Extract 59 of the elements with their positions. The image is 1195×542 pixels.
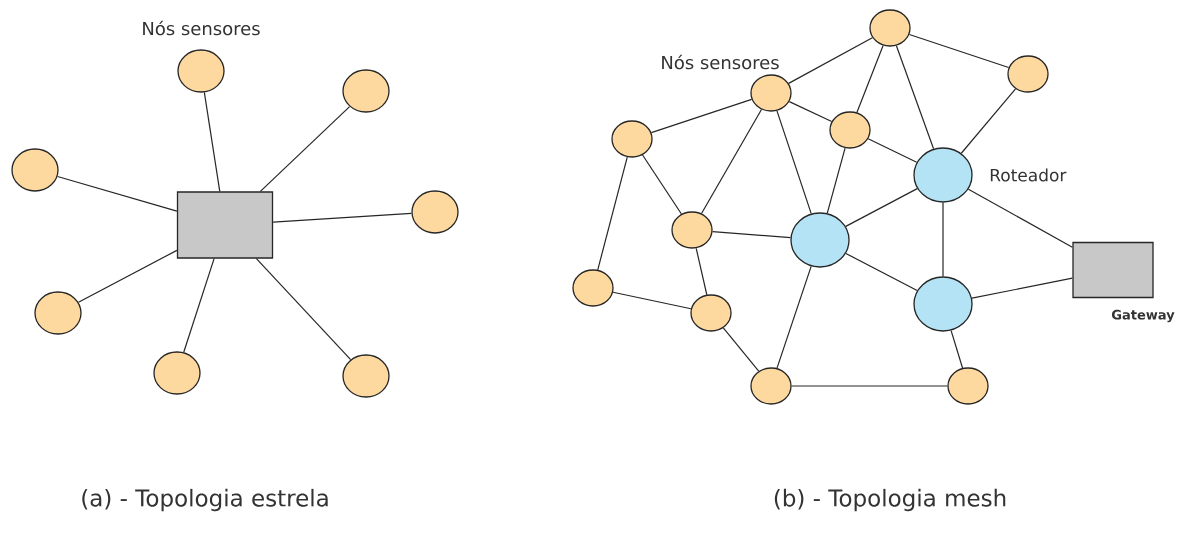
sensor-node [342,69,390,113]
link-line [712,231,792,239]
link-line [791,385,948,387]
router-node [790,212,850,268]
link-line [967,188,1073,248]
sensor-node [1007,55,1049,93]
sensor-node [869,9,911,47]
sensor-node [671,211,713,249]
link-line [942,202,944,277]
link-line [650,98,753,134]
sensor-node [411,190,459,234]
sensor-node [947,367,989,405]
link-line [695,247,708,296]
link-line [856,45,884,114]
link-line [788,37,873,84]
gateway-box [176,191,274,259]
sensor-node [690,294,732,332]
link-line [908,33,1010,69]
gateway-label: Gateway [1112,309,1175,323]
link-line [776,110,812,215]
link-line [867,138,918,163]
sensor-node [829,111,871,149]
sensor-node [750,74,792,112]
sensor-node [342,354,390,398]
sensor-node [11,148,59,192]
sensor-node [572,269,614,307]
link-line [722,327,760,372]
sensor-node [153,351,201,395]
caption: (a) - Topologia estrela [82,488,328,512]
gateway-box [1072,241,1154,299]
link-line [776,265,812,369]
link-line [183,258,215,353]
link-line [203,91,221,192]
link-line [77,249,178,303]
router-node [913,147,973,203]
link-line [971,277,1073,299]
link-line [597,156,628,271]
link-line [255,258,352,361]
link-line [826,147,846,214]
sensor-node [177,49,225,93]
link-line [788,101,833,122]
link-line [950,330,964,369]
link-line [960,88,1017,154]
link-line [895,45,935,150]
router-node [913,276,973,332]
link-line [845,188,918,227]
sensor-node [750,367,792,405]
caption: (b) - Topologia mesh [774,488,1006,512]
link-line [641,154,683,215]
node-group-label: Nós sensores [662,54,779,70]
link-line [700,108,763,215]
sensor-node [34,291,82,335]
link-line [612,291,692,310]
link-line [845,252,918,292]
sensor-node [611,120,653,158]
link-line [272,212,412,223]
link-line [259,106,351,192]
router-label: Roteador [990,168,1067,182]
link-line [56,175,178,212]
